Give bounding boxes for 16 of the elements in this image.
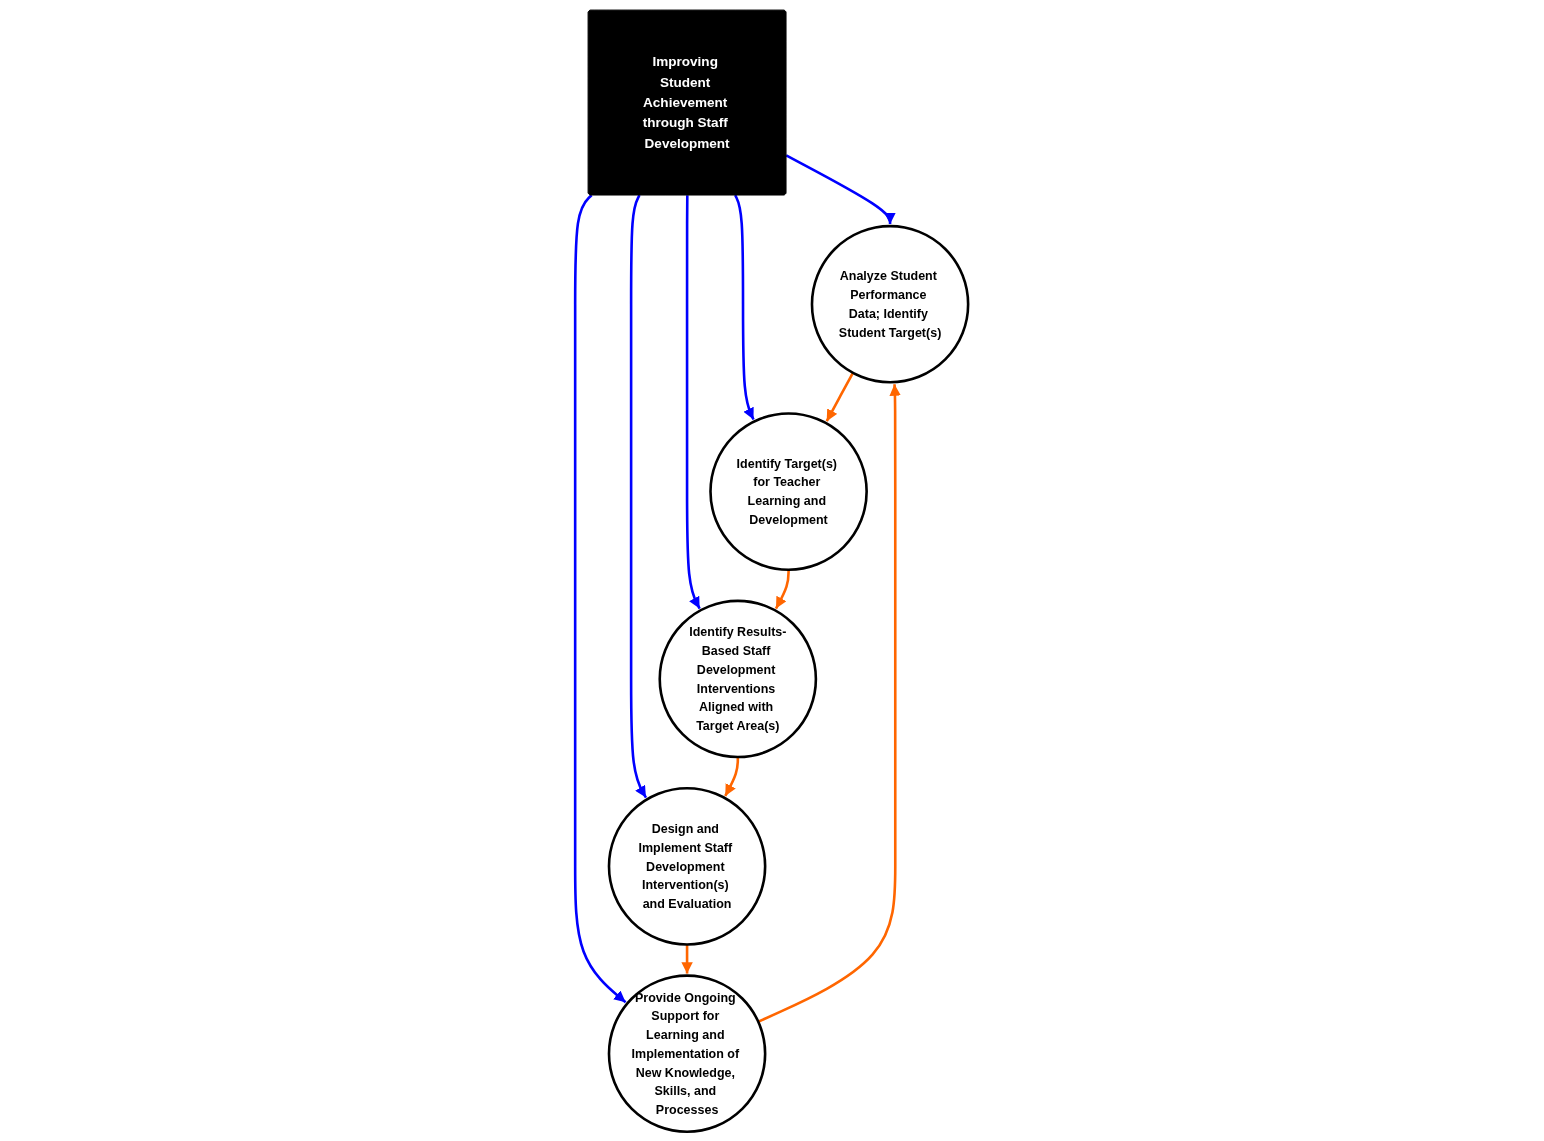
arrow xyxy=(825,371,855,422)
arrow xyxy=(574,193,627,1003)
arrow xyxy=(734,194,756,420)
arrow xyxy=(686,194,702,609)
arrow xyxy=(724,756,740,796)
node-circle xyxy=(608,973,767,1133)
node-circle xyxy=(658,599,818,758)
arrow xyxy=(681,943,694,974)
arrow xyxy=(775,569,791,609)
node-circle xyxy=(709,411,869,571)
node-circle xyxy=(811,224,970,384)
arrow xyxy=(630,194,648,798)
arrow xyxy=(785,153,897,224)
arrow xyxy=(758,383,902,1023)
cycle-diagram: Improving Student Achievement through Staff Development Analyze Student Performance Data; Identify Student Target(s) Identify Target(s) for Teacher Learning and Development Identify Results-Based Staff Development Interventions Aligned with Target Area(s) Design and Implement Staff Development Intervention(s) and Evaluation Provide Ongoing Support for Learning and Implementation of New Knowledge, Skills, and Processes xyxy=(571,5,973,1136)
node-circle xyxy=(608,786,767,946)
